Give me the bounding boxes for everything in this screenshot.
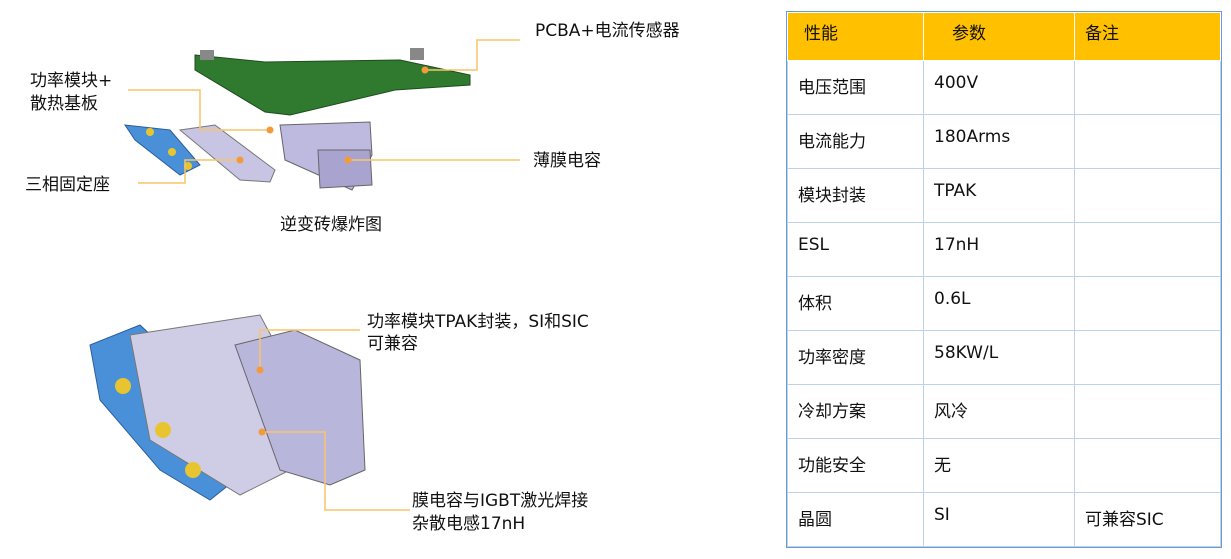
table-cell: 体积 — [787, 276, 924, 331]
table-row: 功能安全无 — [787, 438, 1221, 493]
table-cell: 电压范围 — [787, 60, 924, 115]
table-cell: 0.6L — [923, 276, 1075, 331]
table-cell — [1074, 168, 1221, 223]
table-cell: 晶圆 — [787, 492, 924, 547]
table-cell: 电流能力 — [787, 114, 924, 169]
label-film-cap: 薄膜电容 — [533, 151, 601, 171]
table-cell — [1074, 276, 1221, 331]
pointer-lines — [128, 39, 520, 184]
table-cell: 功率密度 — [787, 330, 924, 385]
diagram-caption: 逆变砖爆炸图 — [280, 215, 382, 235]
table-row: 冷却方案风冷 — [787, 384, 1221, 439]
three-phase-base — [123, 124, 201, 176]
header-cell: 参数 — [923, 12, 1075, 61]
label-power-module-1: 功率模块+ — [30, 71, 113, 91]
table-cell: 无 — [923, 438, 1075, 493]
table-cell: 风冷 — [923, 384, 1075, 439]
table-cell: 模块封装 — [787, 168, 924, 223]
table-cell — [1074, 384, 1221, 439]
header-cell: 备注 — [1074, 12, 1221, 61]
table-header: 性能 参数 备注 — [787, 12, 1221, 61]
label-power-module-2: 散热基板 — [30, 94, 98, 114]
table-cell — [1074, 330, 1221, 385]
table-cell: 17nH — [923, 222, 1075, 277]
table-cell: 功能安全 — [787, 438, 924, 493]
assembled-inverter — [89, 314, 366, 501]
table-cell: TPAK — [923, 168, 1075, 223]
table-cell — [1074, 60, 1221, 115]
table-cell: 冷却方案 — [787, 384, 924, 439]
power-module — [178, 124, 276, 183]
pcba-board — [194, 48, 471, 116]
table-cell — [1074, 114, 1221, 169]
film-capacitor — [279, 121, 373, 191]
table-cell — [1074, 438, 1221, 493]
table-cell: 可兼容SIC — [1074, 492, 1221, 547]
header-cell: 性能 — [787, 12, 924, 61]
table-cell: SI — [923, 492, 1075, 547]
label-tpak-1: 功率模块TPAK封装，SI和SIC — [367, 312, 589, 332]
table-cell — [1074, 222, 1221, 277]
table-cell: ESL — [787, 222, 924, 277]
table-cell: 400V — [923, 60, 1075, 115]
label-weld-1: 膜电容与IGBT激光焊接 — [412, 491, 589, 511]
label-three-phase: 三相固定座 — [25, 175, 110, 195]
label-tpak-2: 可兼容 — [367, 334, 418, 354]
table-cell: 58KW/L — [923, 330, 1075, 385]
inverter-illustrations — [89, 39, 520, 511]
table-cell: 180Arms — [923, 114, 1075, 169]
label-pcba: PCBA+电流传感器 — [535, 21, 680, 41]
label-weld-2: 杂散电感17nH — [412, 514, 526, 534]
